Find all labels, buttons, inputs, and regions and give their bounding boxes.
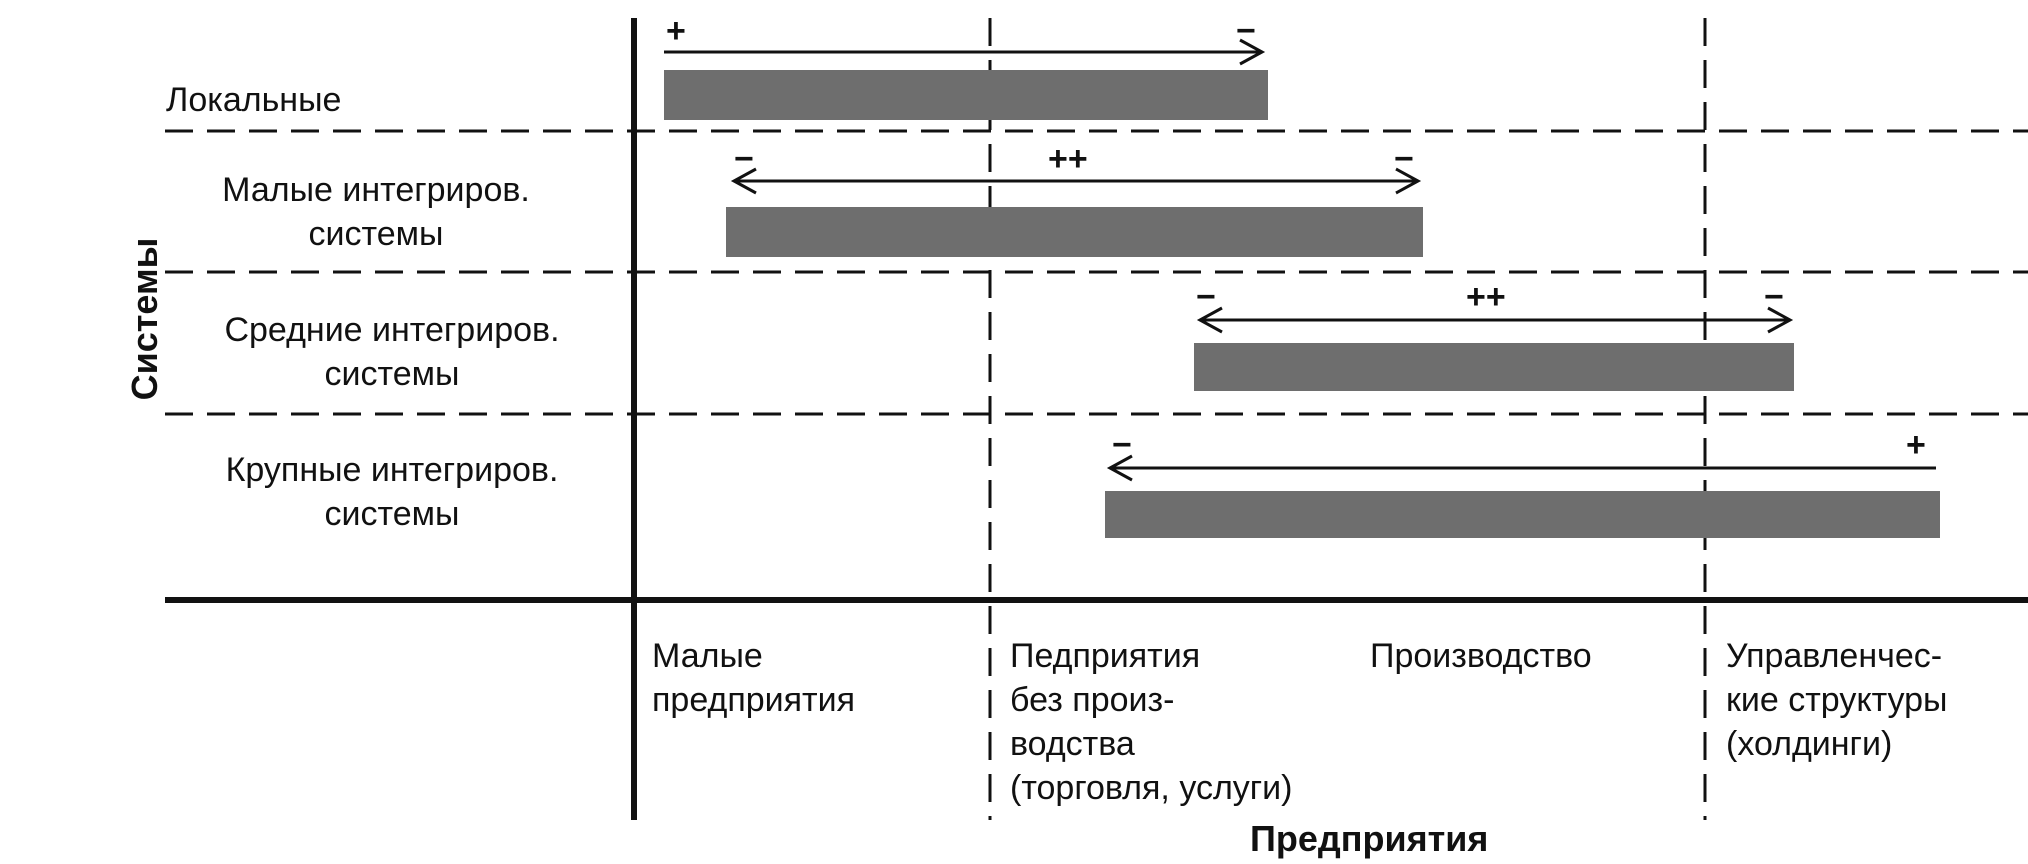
column-label-holdings: Управленчес- кие структуры (холдинги) [1726,634,1948,766]
y-axis-title: Системы [124,237,165,401]
column-label-production: Производство [1370,634,1592,678]
row-label-medium: Средние интегриров. системы [170,308,614,396]
sign-local-right: − [1236,12,1256,50]
row-label-line: Средние интегриров. [224,311,560,349]
x-axis-title: Предприятия [1250,818,1489,859]
row-label-large: Крупные интегриров. системы [170,448,614,536]
row-label-line: Малые интегриров. [222,171,530,209]
column-label-line: Педприятия [1010,637,1201,675]
sign-small-middle: ++ [1048,140,1088,178]
arrow-large-integrated [1106,454,1936,482]
column-label-line: предприятия [652,681,856,719]
column-label-line: Малые [652,637,763,675]
row-label-local: Локальные [166,81,342,119]
column-label-line: Производство [1370,637,1592,675]
arrow-small-integrated [730,167,1422,195]
bar-medium-integrated [1194,343,1794,391]
row-label-line: Крупные интегриров. [225,451,559,489]
sign-local-left: + [666,12,686,50]
sign-large-right: + [1906,426,1926,464]
column-label-small-enterprises: Малые предприятия [652,634,855,722]
bar-small-integrated [726,207,1423,257]
sign-medium-left: − [1196,278,1216,316]
bar-large-integrated [1105,491,1940,538]
column-label-non-production: Педприятия без произ- водства (торговля,… [1010,634,1293,810]
column-label-line: Управленчес- [1726,637,1943,675]
sign-large-left: − [1112,426,1132,464]
bar-local [664,70,1268,120]
row-label-line: системы [324,495,460,533]
arrow-local [664,38,1266,66]
row-label-small: Малые интегриров. системы [170,168,582,256]
column-label-line: (холдинги) [1726,725,1893,763]
row-label-line: системы [324,355,460,393]
sign-medium-right: − [1764,278,1784,316]
row-label-line: системы [308,215,444,253]
sign-medium-middle: ++ [1466,278,1506,316]
sign-small-right: − [1394,140,1414,178]
column-label-line: кие структуры [1726,681,1948,719]
column-label-line: водства [1010,725,1135,763]
arrow-medium-integrated [1196,306,1794,334]
sign-small-left: − [734,140,754,178]
column-label-line: без произ- [1010,681,1175,719]
column-label-line: (торговля, услуги) [1010,769,1293,807]
